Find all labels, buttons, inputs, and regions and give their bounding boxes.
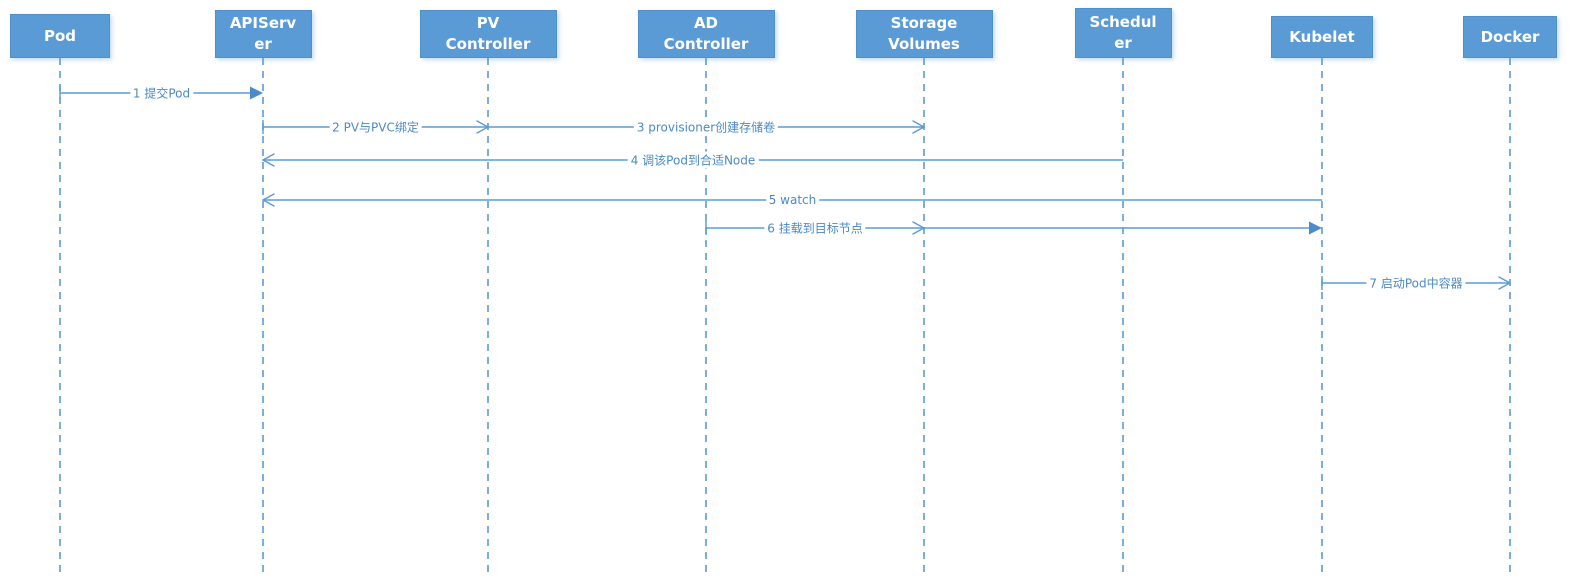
message-4-label: 4 调该Pod到合适Node: [627, 151, 759, 169]
actor-box-pod: Pod: [10, 14, 110, 58]
message-4-arrowhead-open: [261, 153, 275, 167]
message-6b-arrowhead-filled: [1309, 221, 1322, 235]
message-2-label: 2 PV与PVC绑定: [329, 118, 422, 136]
message-3-arrowhead-open: [912, 120, 926, 134]
message-6-label: 6 挂载到目标节点: [764, 219, 866, 237]
actor-box-ad-controller: AD Controller: [637, 10, 775, 58]
actor-box-apiserver: APIServ er: [214, 10, 312, 58]
message-6b: [924, 221, 1322, 235]
message-5-arrowhead-open: [261, 193, 275, 207]
message-5-label: 5 watch: [765, 193, 820, 207]
message-3-label: 3 provisioner创建存储卷: [633, 118, 779, 136]
actor-box-pv-controller: PV Controller: [419, 10, 557, 58]
message-1-label: 1 提交Pod: [129, 84, 194, 102]
actor-box-storage-volumes: Storage Volumes: [855, 10, 993, 58]
actor-box-docker: Docker: [1463, 16, 1557, 58]
actor-box-scheduler: Schedul er: [1074, 8, 1172, 58]
message-1-arrowhead-filled: [250, 86, 263, 100]
message-7-label: 7 启动Pod中容器: [1366, 274, 1466, 292]
message-7-arrowhead-open: [1498, 276, 1512, 290]
actor-box-kubelet: Kubelet: [1271, 16, 1373, 58]
